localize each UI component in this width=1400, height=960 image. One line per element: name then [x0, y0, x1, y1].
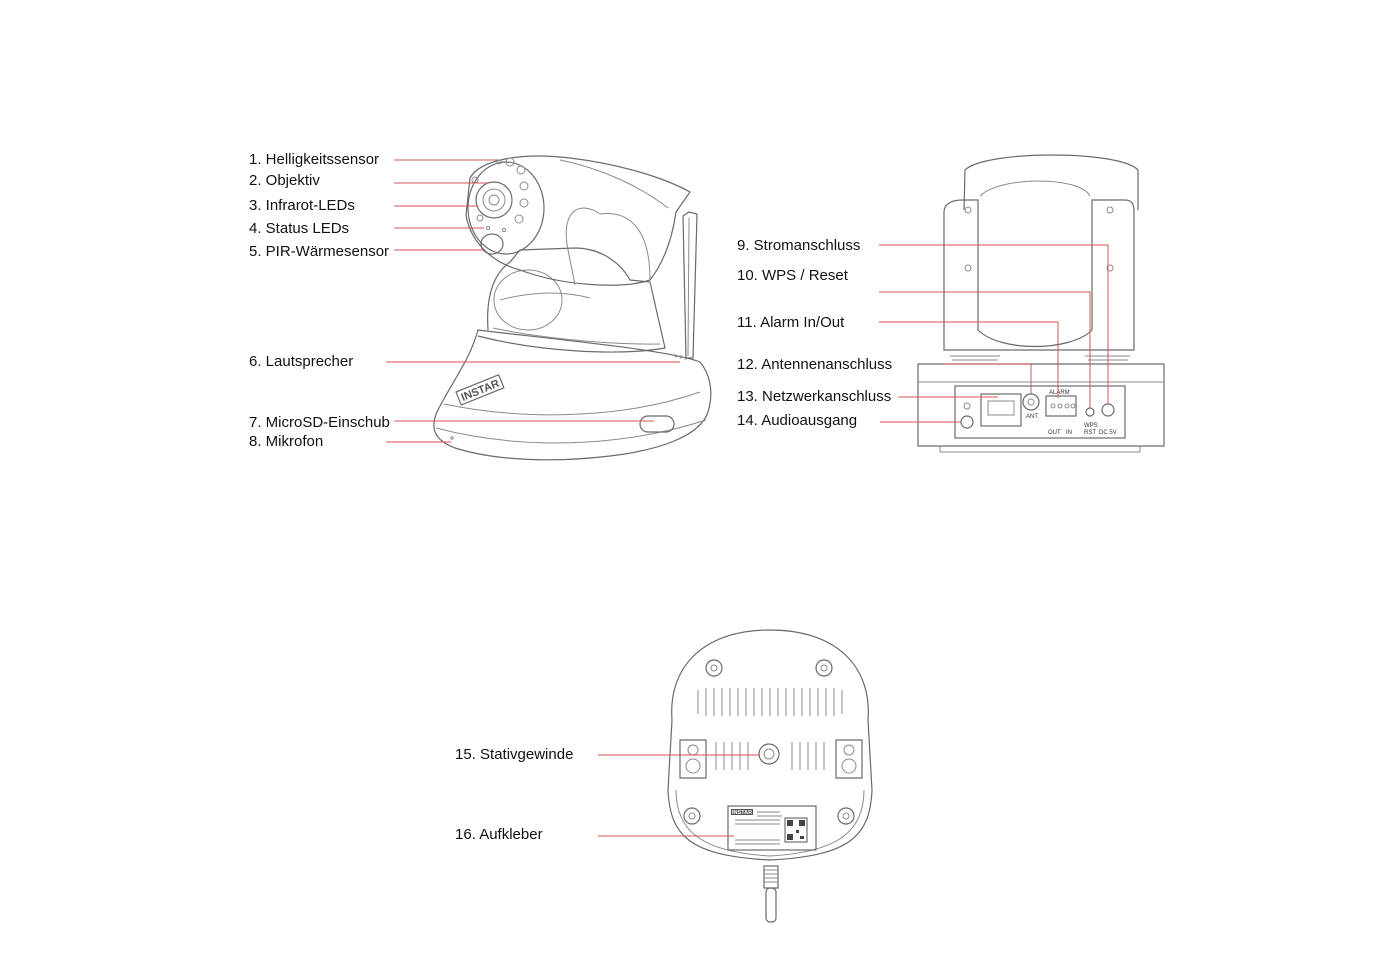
port-label-alarm: ALARM [1049, 390, 1070, 396]
port-label-wps: WPS [1084, 423, 1098, 429]
label-audio-output: 14. Audioausgang [737, 412, 858, 429]
label-lens: 2. Objektiv [249, 172, 320, 189]
label-light-sensor: 1. Helligkeitssensor [249, 151, 380, 168]
port-label-dc: DC 5V [1099, 430, 1117, 436]
port-label-ant: ANT [1026, 414, 1038, 420]
label-wps-reset: 10. WPS / Reset [737, 267, 848, 284]
label-antenna-connector: 12. Antennenanschluss [737, 356, 893, 373]
sticker-brand-text: INSTAR [732, 810, 752, 816]
label-power-connector: 9. Stromanschluss [737, 237, 861, 254]
label-status-leds: 4. Status LEDs [249, 220, 350, 237]
label-sticker: 16. Aufkleber [455, 826, 543, 843]
label-pir-sensor: 5. PIR-Wärmesensor [249, 243, 390, 260]
back-view-drawing: ANT ALARM OUT IN WPS RST DC 5V [917, 154, 1165, 453]
port-label-in: IN [1066, 430, 1072, 436]
label-network-connector: 13. Netzwerkanschluss [737, 388, 892, 405]
bottom-view-drawing: INSTAR [667, 629, 873, 923]
port-label-rst: RST [1084, 430, 1096, 436]
label-microsd-slot: 7. MicroSD-Einschub [249, 414, 390, 431]
front-view-drawing: INSTAR [433, 155, 712, 461]
label-alarm-in-out: 11. Alarm In/Out [737, 314, 845, 331]
label-tripod-thread: 15. Stativgewinde [455, 746, 574, 763]
label-microphone: 8. Mikrofon [249, 433, 324, 450]
label-speaker: 6. Lautsprecher [249, 353, 354, 370]
leader-lines [386, 159, 1109, 837]
port-label-out: OUT [1048, 430, 1061, 436]
label-ir-leds: 3. Infrarot-LEDs [249, 197, 355, 214]
